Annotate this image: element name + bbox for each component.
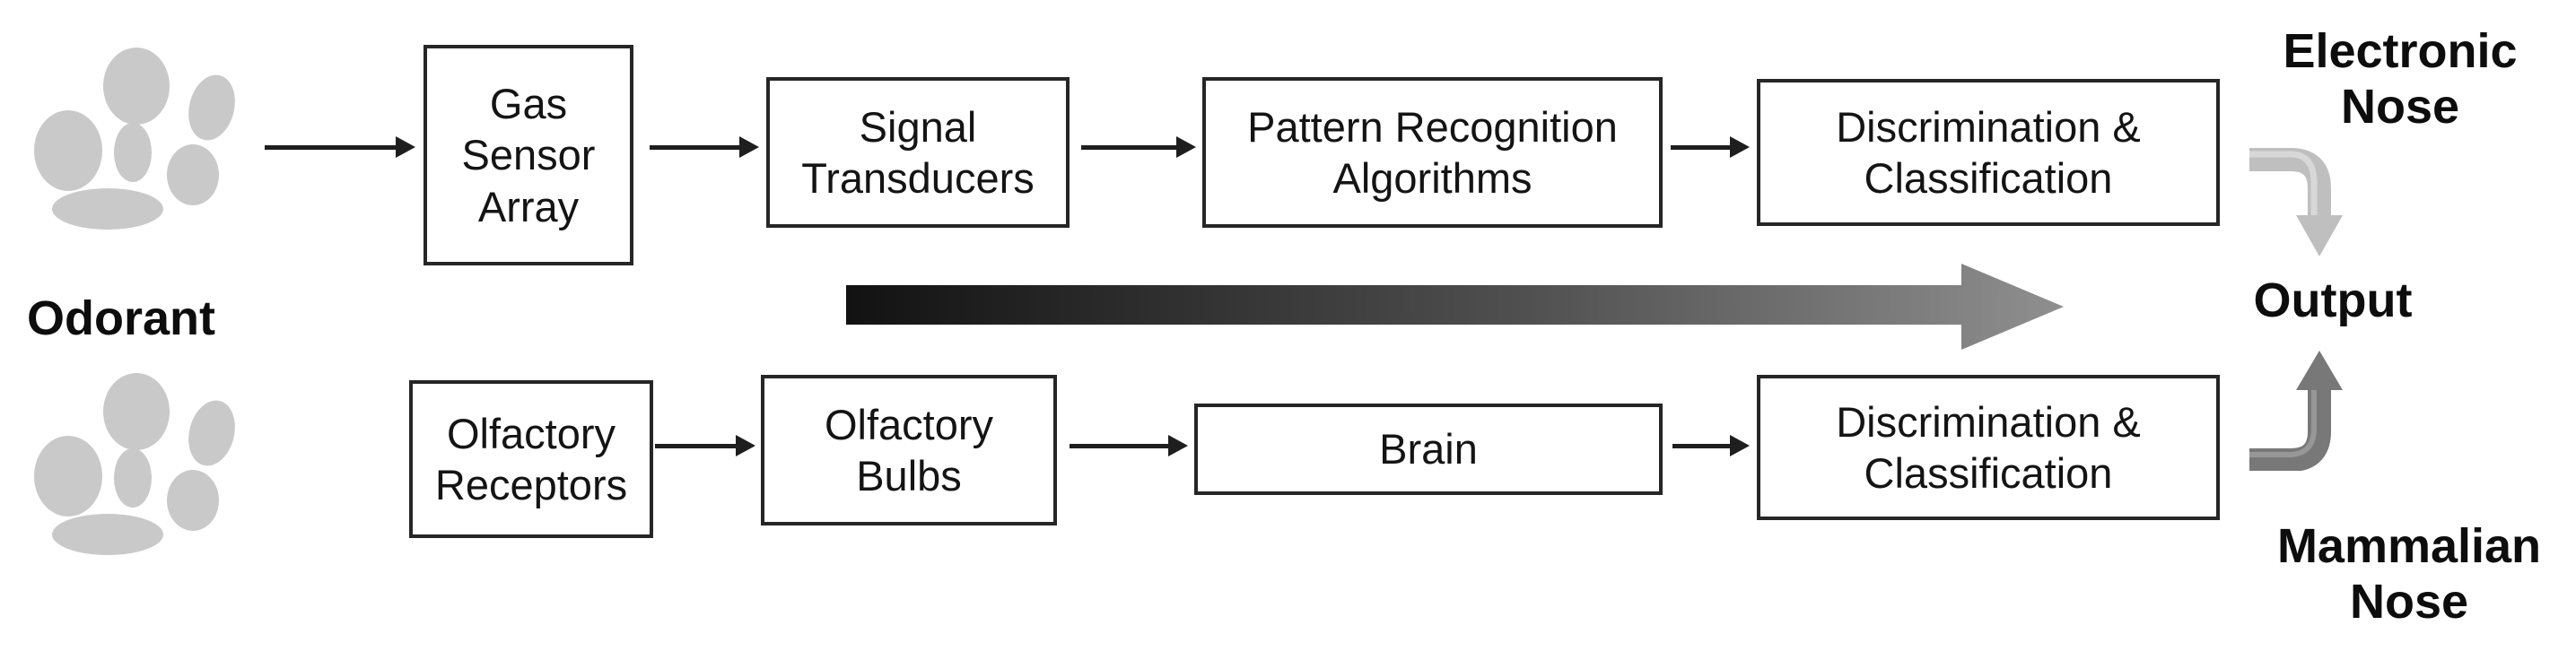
molecule-blob	[181, 70, 242, 145]
odorant-molecules-mammalian	[34, 369, 258, 593]
molecule-blob	[34, 110, 102, 191]
odorant-molecules-electronic	[34, 43, 258, 267]
box-brain: Brain	[1194, 404, 1663, 495]
box-discrimination-classification-top: Discrimination & Classification	[1757, 79, 2220, 226]
molecule-blob	[103, 48, 170, 125]
box-signal-transducers: Signal Transducers	[766, 77, 1070, 228]
molecule-blob	[52, 514, 163, 555]
molecule-blob	[34, 436, 102, 517]
arrow-signal-to-pattern-icon	[1081, 136, 1196, 158]
electronic-nose-label: Electronic Nose	[2283, 24, 2518, 135]
molecule-blob	[52, 188, 163, 230]
box-gas-sensor-array: Gas Sensor Array	[424, 45, 633, 265]
box-pattern-recognition-algorithms: Pattern Recognition Algorithms	[1202, 77, 1663, 228]
output-label: Output	[2253, 274, 2413, 327]
molecule-blob	[114, 123, 152, 182]
arrow-pattern-to-discrimination-icon	[1671, 136, 1750, 158]
arrow-odorant-to-gas-sensor-icon	[265, 136, 415, 158]
elbow-arrow-up-icon	[2249, 351, 2343, 471]
odorant-label: Odorant	[27, 291, 215, 345]
molecule-blob	[167, 144, 219, 205]
arrow-brain-to-discrimination-icon	[1672, 435, 1750, 456]
molecule-blob	[103, 373, 170, 450]
box-discrimination-classification-bottom: Discrimination & Classification	[1757, 375, 2220, 520]
molecule-blob	[181, 395, 242, 471]
molecule-blob	[114, 448, 152, 508]
arrow-bulbs-to-brain-icon	[1070, 435, 1188, 456]
mammalian-nose-label: Mammalian Nose	[2276, 519, 2542, 630]
box-olfactory-bulbs: Olfactory Bulbs	[761, 375, 1057, 525]
arrow-receptors-to-bulbs-icon	[655, 435, 755, 456]
elbow-arrow-down-icon	[2249, 148, 2343, 256]
molecule-blob	[167, 470, 219, 531]
processing-flow-gradient-arrow-icon	[846, 264, 2064, 350]
arrow-gas-sensor-to-signal-icon	[650, 136, 759, 158]
box-olfactory-receptors: Olfactory Receptors	[409, 380, 653, 538]
